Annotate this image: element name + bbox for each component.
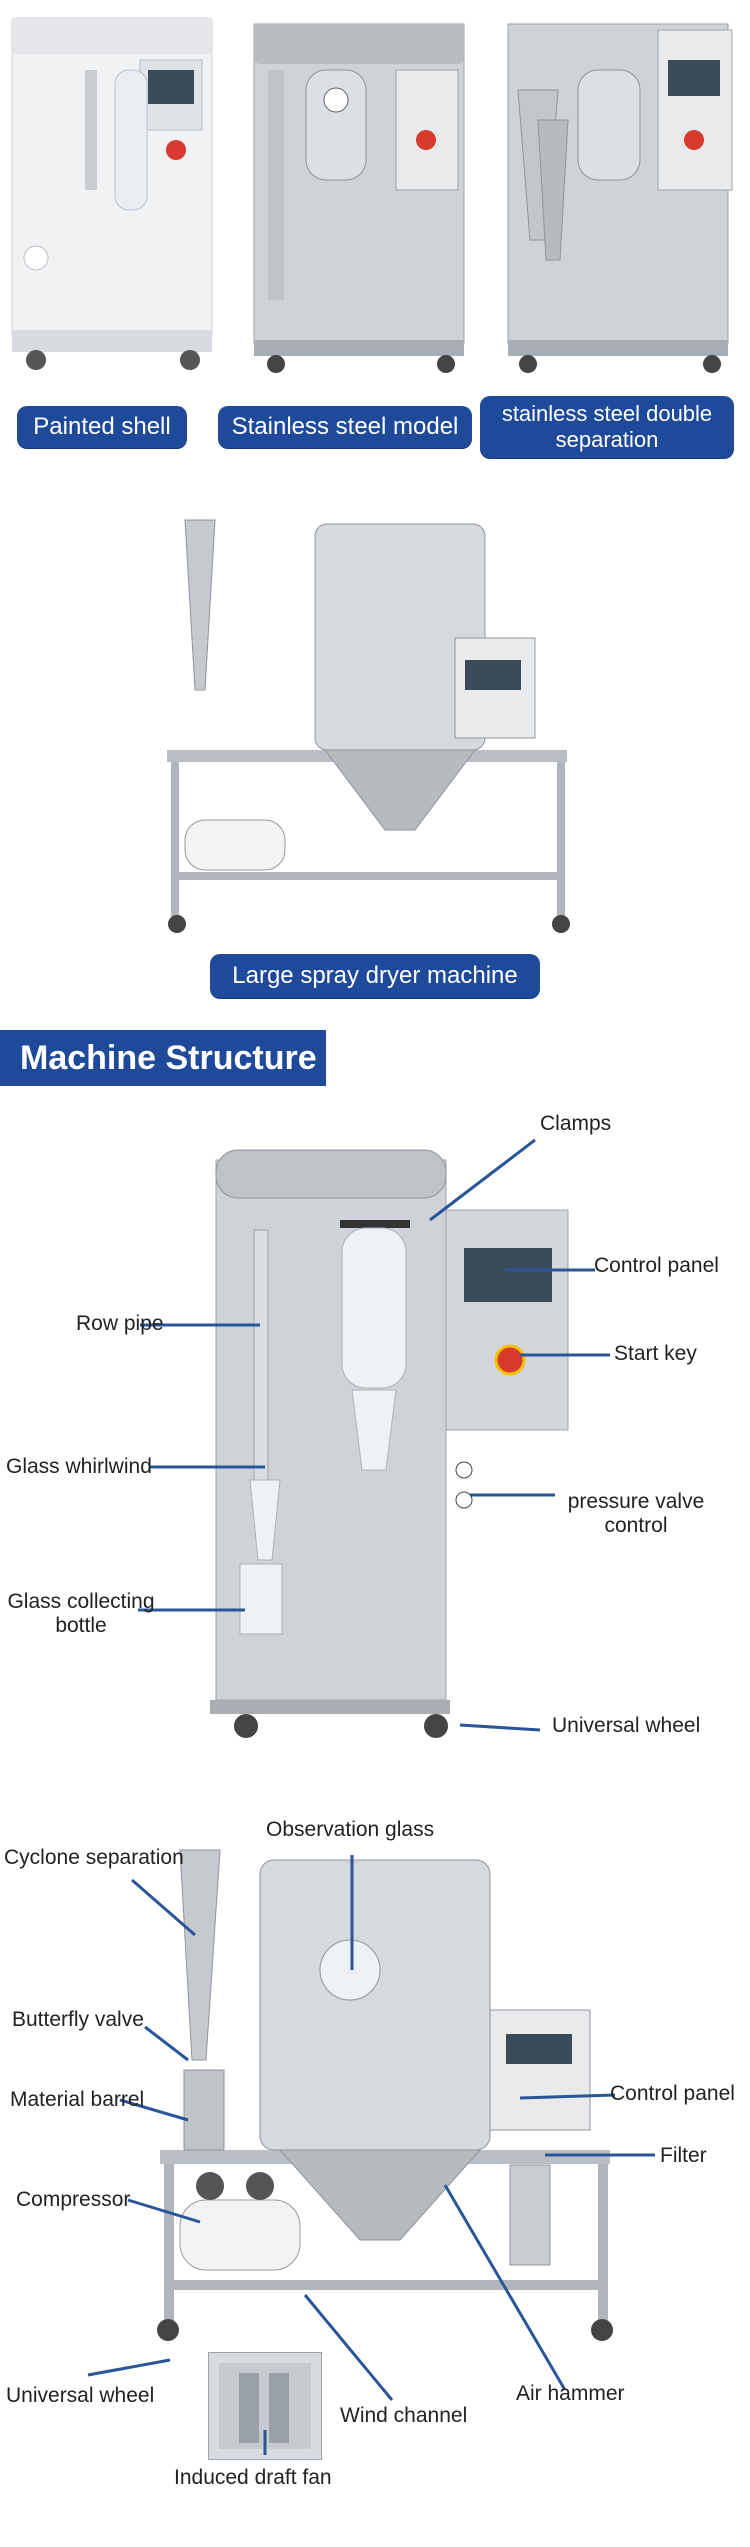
label-pressure-valve-control: pressure valve control bbox=[567, 1490, 705, 1537]
small-dryer-icon bbox=[210, 1149, 569, 1738]
label-universal-wheel-small: Universal wheel bbox=[552, 1714, 701, 1737]
label-compressor: Compressor bbox=[16, 2188, 131, 2211]
label-material-barrel: Material barrel bbox=[10, 2088, 145, 2111]
label-wind-channel: Wind channel bbox=[340, 2404, 468, 2427]
label-start-key: Start key bbox=[614, 1342, 697, 1365]
label-cyclone-separation: Cyclone separation bbox=[4, 1846, 184, 1869]
large-spray-dryer-image bbox=[165, 500, 575, 940]
label-universal-wheel-large: Universal wheel bbox=[6, 2384, 155, 2407]
label-clamps: Clamps bbox=[540, 1112, 612, 1135]
label-glass-collecting-bottle: Glass collecting bottle bbox=[7, 1590, 155, 1637]
small-structure-leader-lines bbox=[138, 1138, 610, 1732]
label-butterfly-valve: Butterfly valve bbox=[12, 2008, 144, 2031]
section-title-machine-structure: Machine Structure bbox=[0, 1030, 326, 1086]
label-control-panel-large: Control panel bbox=[610, 2082, 735, 2105]
painted-shell-dryer-icon bbox=[11, 17, 213, 370]
model-label-painted-shell: Painted shell bbox=[17, 406, 187, 448]
label-control-panel: Control panel bbox=[594, 1254, 719, 1277]
stainless-steel-dryer-image bbox=[246, 0, 486, 380]
label-observation-glass: Observation glass bbox=[266, 1818, 435, 1841]
large-structure-leader-lines bbox=[87, 1855, 655, 2455]
label-row-pipe: Row pipe bbox=[76, 1312, 164, 1335]
small-dryer-diagram bbox=[210, 1120, 570, 1750]
model-label-stainless-steel: Stainless steel model bbox=[218, 406, 472, 448]
label-filter: Filter bbox=[660, 2144, 707, 2167]
large-dryer-structure-icon bbox=[157, 1849, 613, 2341]
stainless-steel-dryer-icon bbox=[253, 23, 465, 373]
label-air-hammer: Air hammer bbox=[516, 2382, 625, 2405]
double-separation-dryer-icon bbox=[507, 23, 733, 373]
label-induced-draft-fan: Induced draft fan bbox=[174, 2466, 332, 2489]
large-spray-dryer-icon bbox=[167, 519, 570, 933]
large-dryer-diagram bbox=[150, 1830, 620, 2350]
model-label-double-separation: stainless steel double separation bbox=[480, 396, 734, 458]
large-machine-label: Large spray dryer machine bbox=[210, 954, 540, 998]
painted-shell-dryer-image bbox=[0, 0, 240, 380]
label-glass-whirlwind: Glass whirlwind bbox=[6, 1455, 152, 1478]
double-separation-dryer-image bbox=[498, 0, 750, 380]
